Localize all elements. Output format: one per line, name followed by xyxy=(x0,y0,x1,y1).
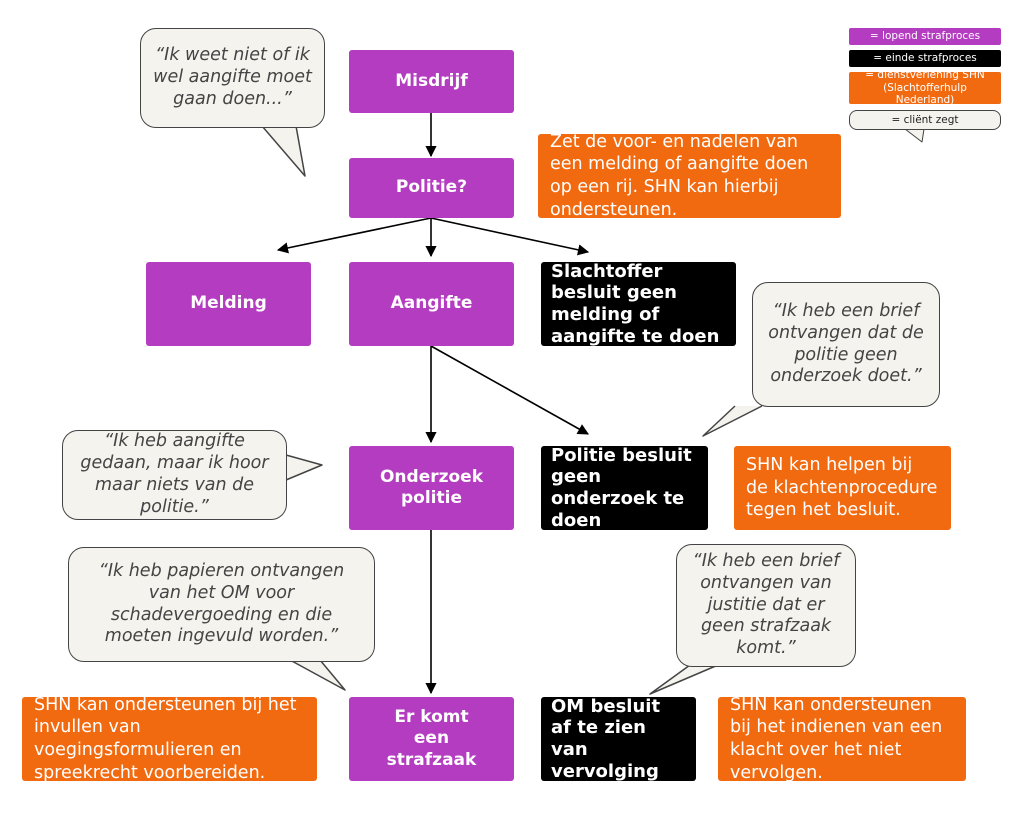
node-geen-melding: Slachtoffer besluit geen melding of aang… xyxy=(541,261,736,347)
legend-lopend: = lopend strafproces xyxy=(849,28,1001,45)
bubble-tail-brief-politie xyxy=(702,405,763,437)
node-politie: Politie? xyxy=(349,158,514,218)
quote-aangifte-twijfel: “Ik weet niet of ik wel aangifte moet ga… xyxy=(140,28,325,128)
bubble-tail-brief-justitie xyxy=(649,664,719,695)
edge-aangifte-geen-onderzoek xyxy=(430,345,589,435)
bubble-tail-aangifte-twijfel xyxy=(261,125,306,177)
quote-brief-justitie: “Ik heb een brief ontvangen van justitie… xyxy=(676,544,856,667)
quote-niets-horen: “Ik heb aangifte gedaan, maar ik hoor ma… xyxy=(62,430,287,520)
bubble-tail-niets-horen xyxy=(285,454,323,481)
legend-einde: = einde strafproces xyxy=(849,50,1001,67)
quote-brief-politie: “Ik heb een brief ontvangen dat de polit… xyxy=(752,282,940,407)
bubble-tail-papieren-om xyxy=(289,659,346,691)
quote-papieren-om: “Ik heb papieren ontvangen van het OM vo… xyxy=(68,547,375,662)
legend-bubble-tail xyxy=(904,128,925,143)
legend-dienstverlening: = dienstverlening SHN (Slachtofferhulp N… xyxy=(849,69,1001,106)
node-misdrijf: Misdrijf xyxy=(349,50,514,113)
node-onderzoek: Onderzoek politie xyxy=(349,446,514,530)
node-geen-onderzoek: Politie besluit geen onderzoek te doen xyxy=(541,445,708,531)
shn-klacht-vervolgen: SHN kan ondersteunen bij het indienen va… xyxy=(718,695,966,783)
node-aangifte: Aangifte xyxy=(349,262,514,346)
node-om-besluit: OM besluit af te zien van vervolging xyxy=(541,696,696,782)
shn-klachtenprocedure: SHN kan helpen bij de klachtenprocedure … xyxy=(734,446,951,530)
node-strafzaak: Er komt een strafzaak xyxy=(349,697,514,781)
shn-voor-nadelen: Zet de voor- en nadelen van een melding … xyxy=(538,132,841,220)
legend-client-zegt: = cliënt zegt xyxy=(849,110,1001,130)
shn-voegingsformulieren: SHN kan ondersteunen bij het invullen va… xyxy=(22,695,317,783)
edge-politie-melding xyxy=(276,217,432,254)
node-melding: Melding xyxy=(146,262,311,346)
edge-politie-geen-melding xyxy=(430,217,590,256)
